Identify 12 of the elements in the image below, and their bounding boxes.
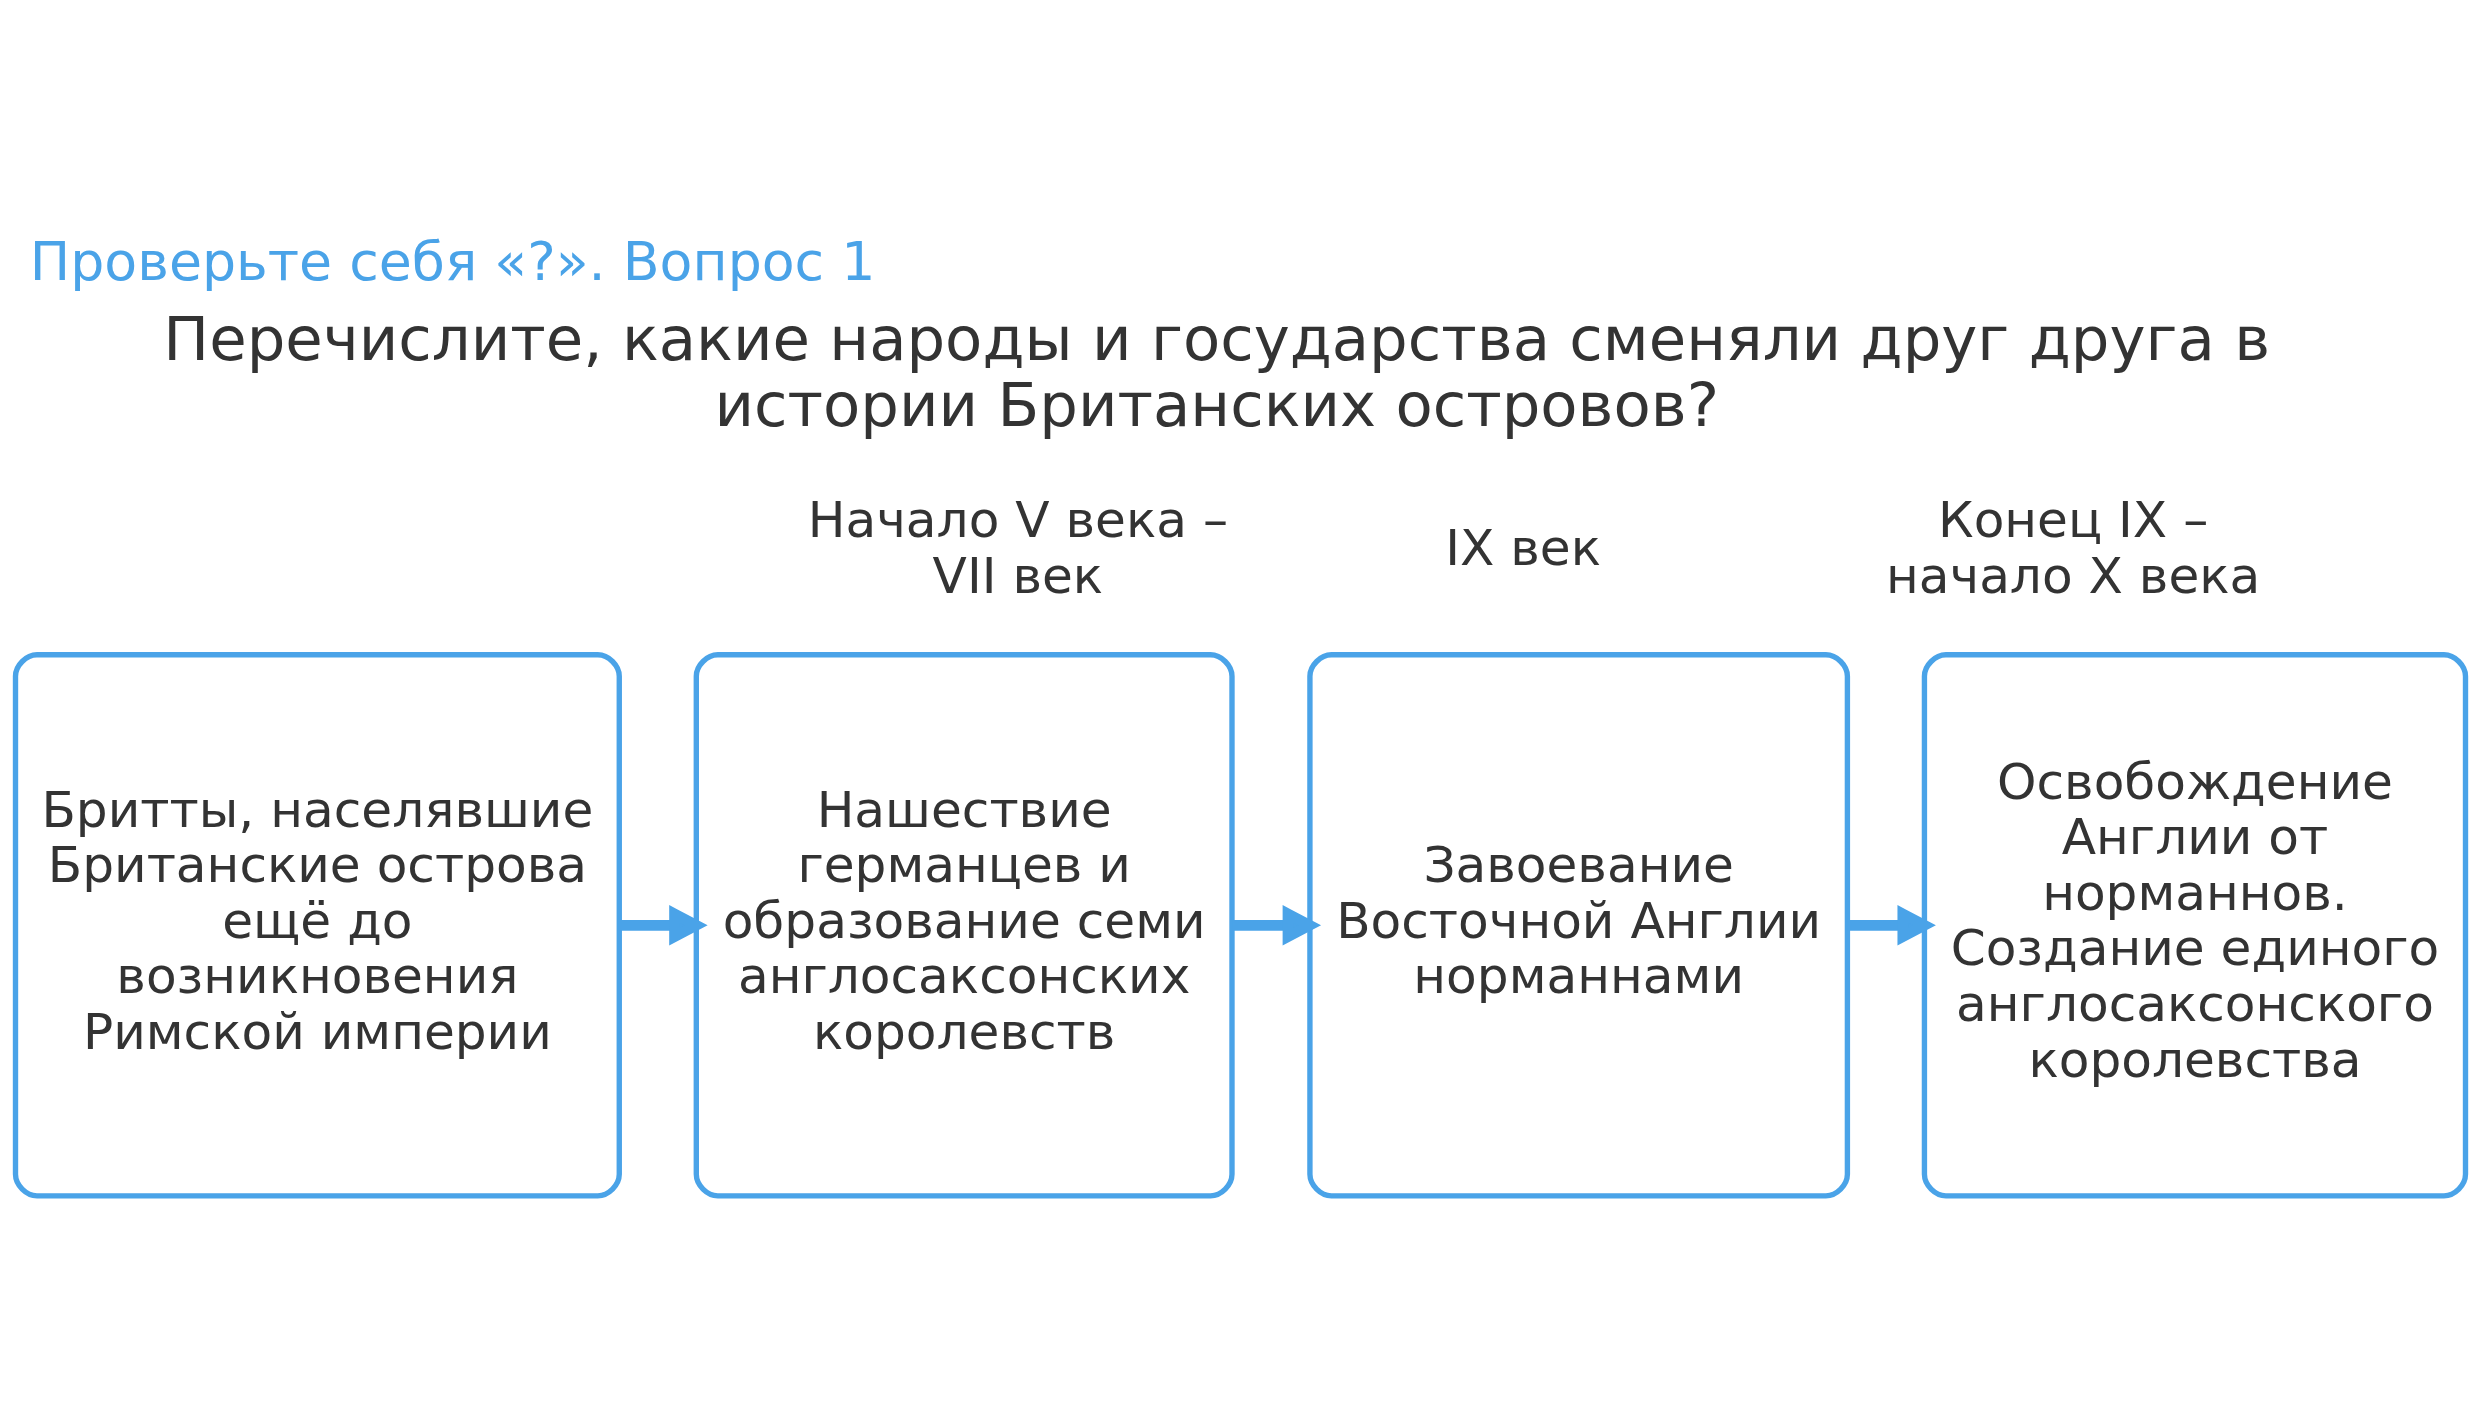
arrow — [619, 905, 708, 946]
node-box: Завоевание Восточной Англии норманнами — [1307, 652, 1851, 1199]
arrow — [1232, 905, 1322, 946]
diagram-title: Проверьте себя «?». Вопрос 1 — [29, 230, 876, 294]
node-box: Освобождение Англии от норманнов. Создание единого англосаксонского королевства — [1921, 652, 2469, 1199]
node-label: Начало V века – VII век — [807, 490, 1229, 605]
node-box: Нашествие германцев и образование семи англосаксонских королевств — [693, 652, 1235, 1199]
node-box: Бритты, населявшие Британские острова ещё до возникновения Римской империи — [12, 652, 622, 1199]
node-label: Конец IX – начало X века — [1885, 490, 2261, 605]
arrow — [1847, 905, 1936, 946]
label: Перечислите, какие народы и государства сменяли друг друга в истории Британских островов? — [163, 302, 2271, 440]
node-label: IX век — [1445, 518, 1602, 578]
